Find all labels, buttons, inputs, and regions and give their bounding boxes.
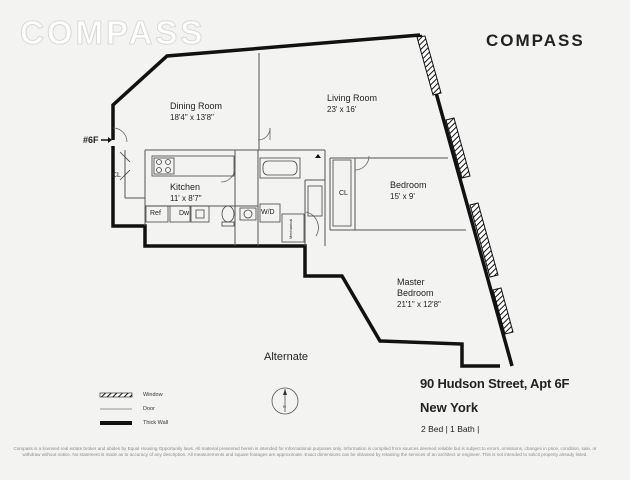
master-bedroom-dim: 21'1" x 12'8": [397, 300, 441, 309]
windows: [416, 35, 514, 335]
master-bedroom-label: Master Bedroom 21'1" x 12'8": [397, 277, 441, 310]
dw-label: Dw: [179, 210, 190, 217]
closet-label-bedroom: CL: [339, 190, 348, 197]
kitchen-label: Kitchen 11' x 8'7": [170, 182, 202, 204]
dining-room-dim: 18'4" x 13'8": [170, 113, 214, 122]
living-arrow-icon: [315, 154, 321, 158]
alternate-label: Alternate: [264, 351, 309, 363]
entry-arrow-icon: [101, 137, 112, 143]
wd-label: W/D: [261, 209, 275, 216]
compass-watermark: COMPASS: [19, 14, 206, 52]
master-bedroom-name2: Bedroom: [397, 288, 434, 298]
kitchen-fixtures: [145, 155, 257, 227]
master-bedroom-name1: Master: [397, 277, 425, 287]
doors: [112, 127, 370, 237]
kitchen-name: Kitchen: [170, 182, 201, 192]
interior-walls: [124, 53, 466, 246]
compass-north-label: N: [283, 404, 286, 409]
compass-rose-icon: [271, 387, 299, 415]
dining-room-name: Dining Room: [170, 101, 223, 111]
compass-logo: COMPASS: [486, 31, 585, 50]
legend-door: Door: [143, 406, 155, 412]
listing-beds-baths: 2 Bed | 1 Bath |: [421, 424, 480, 434]
bedroom-dim: 15' x 9': [390, 192, 415, 201]
unit-marker: #6F: [83, 135, 99, 145]
dining-room-label: Dining Room 18'4" x 13'8": [170, 101, 222, 123]
bathtub: [259, 157, 301, 179]
legend-window: Window: [143, 392, 163, 398]
mechanical-label: Mechanical: [288, 218, 293, 239]
kitchen-dim: 11' x 8'7": [170, 194, 202, 203]
closet-label-kitchen: CL: [112, 172, 121, 179]
disclaimer: Compass is a licensed real estate broker…: [13, 446, 597, 457]
legend-thick-wall: Thick Wall: [143, 420, 169, 426]
closets: [119, 151, 352, 243]
ref-label: Ref: [150, 210, 161, 217]
listing-address: 90 Hudson Street, Apt 6F: [420, 376, 570, 391]
bedroom-label: Bedroom 15' x 9': [390, 180, 427, 202]
bedroom-name: Bedroom: [390, 180, 427, 190]
legend-symbols: [99, 392, 133, 425]
living-room-dim: 23' x 16': [327, 105, 357, 114]
living-room-label: Living Room 23' x 16': [327, 93, 377, 115]
listing-city: New York: [420, 400, 479, 415]
living-room-name: Living Room: [327, 93, 378, 103]
